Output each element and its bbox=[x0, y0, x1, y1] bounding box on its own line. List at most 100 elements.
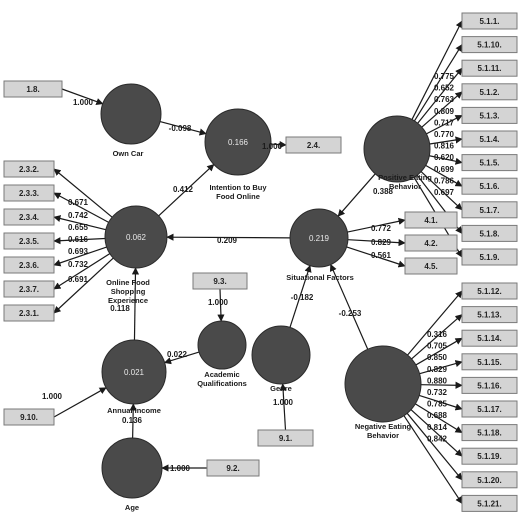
indicator-box: 2.3.2. bbox=[3, 160, 55, 178]
indicator-label: 4.2. bbox=[424, 239, 437, 248]
indicator-box: 5.1.20. bbox=[461, 471, 518, 489]
indicator-box: 5.1.15. bbox=[461, 353, 518, 371]
indicator-box: 2.3.4. bbox=[3, 208, 55, 226]
indicator-label: 5.1.19. bbox=[477, 452, 501, 461]
indicator-label: 5.1.12. bbox=[477, 287, 501, 296]
path-coefficient-positive_situational: 0.388 bbox=[373, 187, 394, 196]
indicator-rect bbox=[461, 177, 518, 195]
indicator-rect bbox=[3, 80, 63, 98]
indicator-rect bbox=[461, 353, 518, 371]
loading-l_5_1_13: 0.705 bbox=[427, 342, 448, 351]
indicator-label: 9.1. bbox=[279, 434, 292, 443]
construct-label: Experience bbox=[108, 296, 148, 305]
construct-circle bbox=[101, 437, 163, 499]
loading-l_4_5 bbox=[346, 246, 406, 268]
loading-l_5_1_8: 0.786 bbox=[434, 176, 455, 185]
indicator-label: 1.8. bbox=[26, 85, 39, 94]
indicator-box: 5.1.19. bbox=[461, 447, 518, 465]
indicator-box: 5.1.7. bbox=[461, 201, 518, 219]
loading-l_2_4: 1.000 bbox=[262, 142, 283, 151]
loading-l_2_3_4: 0.655 bbox=[68, 223, 89, 232]
indicator-rect bbox=[461, 106, 518, 124]
loading-l_2_3_1: 0.691 bbox=[68, 275, 89, 284]
indicator-rect bbox=[3, 160, 55, 178]
indicator-box: 2.4. bbox=[285, 136, 342, 154]
construct-label: Academic bbox=[204, 370, 239, 379]
indicator-label: 5.1.11. bbox=[477, 64, 501, 73]
indicator-rect bbox=[257, 429, 314, 447]
indicator-rect bbox=[3, 256, 55, 274]
loading-l_2_3_2 bbox=[53, 168, 113, 218]
indicator-box: 5.1.6. bbox=[461, 177, 518, 195]
indicator-rect bbox=[3, 280, 55, 298]
loading-l_9_3: 1.000 bbox=[208, 298, 229, 307]
loading-l_5_1_15 bbox=[419, 360, 463, 375]
loading-l_9_10: 1.000 bbox=[42, 392, 63, 401]
path-income_online bbox=[131, 267, 140, 341]
indicator-rect bbox=[404, 234, 458, 252]
loading-l_2_3_3: 0.742 bbox=[68, 211, 89, 220]
indicator-box: 5.1.13. bbox=[461, 306, 518, 324]
loading-l_4_1: 0.772 bbox=[371, 224, 392, 233]
indicator-box: 5.1.16. bbox=[461, 376, 518, 394]
indicator-rect bbox=[461, 12, 518, 30]
indicator-rect bbox=[461, 154, 518, 172]
indicator-label: 2.3.3. bbox=[19, 189, 39, 198]
indicator-rect bbox=[461, 447, 518, 465]
loading-l_9_10 bbox=[53, 387, 107, 418]
r-squared-value: 0.166 bbox=[228, 138, 249, 147]
path-coefficient-genre_situational: -0.182 bbox=[291, 293, 314, 302]
loading-l_5_1_17: 0.732 bbox=[427, 388, 448, 397]
construct-label: Annual Income bbox=[107, 406, 161, 415]
loading-l_5_1_2: 0.809 bbox=[434, 107, 455, 116]
loading-l_2_4 bbox=[270, 141, 287, 149]
indicator-label: 5.1.4. bbox=[479, 135, 499, 144]
indicator-label: 5.1.1. bbox=[479, 17, 499, 26]
loading-l_5_1_12: 0.316 bbox=[427, 330, 448, 339]
loading-l_5_1_18: 0.785 bbox=[427, 400, 448, 409]
indicator-box: 9.2. bbox=[206, 459, 260, 477]
indicator-label: 2.3.4. bbox=[19, 213, 39, 222]
indicator-label: 5.1.6. bbox=[479, 182, 499, 191]
construct-situational: 0.219 bbox=[289, 208, 349, 268]
indicator-rect bbox=[3, 184, 55, 202]
construct-negative bbox=[344, 345, 422, 423]
loading-l_2_3_6: 0.693 bbox=[68, 247, 89, 256]
indicator-label: 2.4. bbox=[307, 141, 320, 150]
indicator-rect bbox=[461, 400, 518, 418]
construct-label: Own Car bbox=[113, 149, 144, 158]
indicator-box: 5.1.21. bbox=[461, 494, 518, 512]
loading-l_5_1_18 bbox=[415, 403, 463, 434]
loading-l_1_8: 1.000 bbox=[73, 98, 94, 107]
construct-income: 0.021 bbox=[101, 339, 167, 405]
loading-l_5_1_2 bbox=[421, 91, 463, 128]
indicator-label: 5.1.17. bbox=[477, 405, 501, 414]
indicator-box: 5.1.11. bbox=[461, 59, 518, 77]
construct-label: Behavior bbox=[389, 182, 421, 191]
path-coefficient-owncar_intention: -0.098 bbox=[169, 124, 192, 133]
indicator-rect bbox=[461, 59, 518, 77]
indicator-label: 5.1.16. bbox=[477, 381, 501, 390]
loading-l_5_1_5: 0.816 bbox=[434, 142, 455, 151]
indicator-label: 9.10. bbox=[20, 413, 38, 422]
loading-l_5_1_15: 0.829 bbox=[427, 365, 448, 374]
loading-l_9_1 bbox=[279, 383, 287, 431]
indicator-rect bbox=[461, 329, 518, 347]
loading-l_5_1_10 bbox=[413, 43, 463, 122]
indicator-box: 5.1.4. bbox=[461, 130, 518, 148]
indicator-rect bbox=[461, 424, 518, 442]
path-coefficient-academic_income: 0.022 bbox=[167, 350, 188, 359]
indicator-box: 2.3.5. bbox=[3, 232, 55, 250]
indicator-label: 5.1.20. bbox=[477, 476, 501, 485]
loading-l_5_1_1 bbox=[411, 20, 463, 120]
loading-l_5_1_4 bbox=[429, 136, 463, 145]
indicator-box: 2.3.1. bbox=[3, 304, 55, 322]
construct-circle bbox=[204, 108, 272, 176]
indicator-label: 5.1.13. bbox=[477, 311, 501, 320]
path-situational_online bbox=[166, 233, 291, 241]
loading-l_5_1_3: 0.717 bbox=[434, 118, 455, 127]
loading-l_2_3_7 bbox=[53, 253, 111, 290]
indicator-rect bbox=[461, 494, 518, 512]
construct-label: Genre bbox=[270, 384, 292, 393]
loading-l_4_2 bbox=[347, 239, 406, 247]
